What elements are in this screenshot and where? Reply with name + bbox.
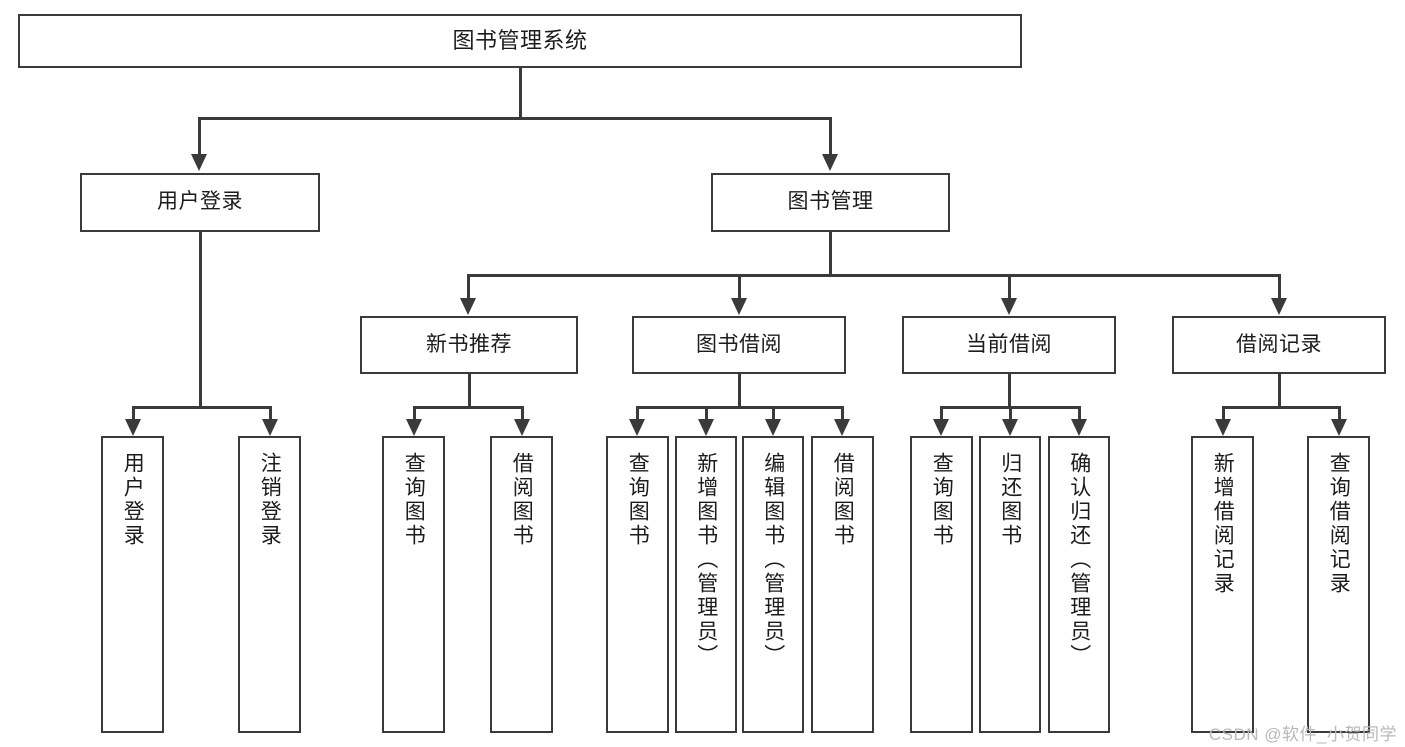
connector-drop-leaf-borrow-book-a — [521, 406, 524, 420]
connector-drop-leaf-query-book-b — [636, 406, 639, 420]
node-leaf-query-record[interactable]: 查询借阅记录 — [1307, 436, 1370, 733]
connector-drop-leaf-query-book-a — [413, 406, 416, 420]
arrow-to-book-manage — [822, 154, 838, 171]
connector-new-book-rec-stem — [468, 374, 471, 406]
arrow-to-book-borrow — [731, 298, 747, 315]
connector-drop-current-borrow — [1008, 274, 1011, 299]
connector-borrow-record-bar — [1222, 406, 1341, 409]
connector-drop-leaf-user-login — [132, 406, 135, 420]
connector-new-book-rec-bar — [413, 406, 524, 409]
connector-drop-leaf-query-book-c — [940, 406, 943, 420]
node-leaf-user-login[interactable]: 用户登录 — [101, 436, 164, 733]
node-label: 用户登录 — [157, 190, 243, 214]
arrow-to-leaf-return-book — [1002, 419, 1018, 436]
node-leaf-borrow-book-b[interactable]: 借阅图书 — [811, 436, 874, 733]
arrow-to-leaf-query-book-b — [629, 419, 645, 436]
arrow-to-leaf-add-record — [1215, 419, 1231, 436]
node-book-borrow[interactable]: 图书借阅 — [632, 316, 846, 374]
arrow-to-leaf-query-record — [1331, 419, 1347, 436]
connector-drop-leaf-confirm-return — [1078, 406, 1081, 420]
connector-borrow-record-stem — [1278, 374, 1281, 406]
connector-level2-bar — [198, 117, 831, 120]
node-label: 新增借阅记录 — [1211, 452, 1235, 596]
node-label: 编辑图书（管理员） — [761, 452, 785, 668]
arrow-to-leaf-borrow-book-b — [834, 419, 850, 436]
arrow-to-leaf-logout — [262, 419, 278, 436]
arrow-to-leaf-user-login — [125, 419, 141, 436]
node-label: 新增图书（管理员） — [694, 452, 718, 668]
connector-level2-drop-user — [198, 117, 201, 155]
connector-drop-leaf-return-book — [1009, 406, 1012, 420]
node-label: 图书管理系统 — [452, 28, 588, 54]
node-root-system[interactable]: 图书管理系统 — [18, 14, 1022, 68]
connector-current-borrow-stem — [1008, 374, 1011, 406]
arrow-to-current-borrow — [1001, 298, 1017, 315]
connector-book-borrow-bar — [636, 406, 844, 409]
connector-drop-leaf-query-record — [1338, 406, 1341, 420]
connector-drop-leaf-add-book — [705, 406, 708, 420]
connector-drop-leaf-borrow-book-b — [841, 406, 844, 420]
connector-drop-leaf-add-record — [1222, 406, 1225, 420]
node-label: 当前借阅 — [966, 332, 1052, 356]
arrow-to-borrow-record — [1271, 298, 1287, 315]
node-leaf-borrow-book-a[interactable]: 借阅图书 — [490, 436, 553, 733]
node-borrow-record[interactable]: 借阅记录 — [1172, 316, 1386, 374]
node-label: 借阅记录 — [1236, 332, 1322, 356]
connector-root-stem — [519, 68, 522, 117]
node-label: 借阅图书 — [831, 452, 855, 548]
connector-level2-drop-book — [829, 117, 832, 155]
arrow-to-leaf-borrow-book-a — [514, 419, 530, 436]
arrow-to-leaf-edit-book — [765, 419, 781, 436]
node-leaf-query-book-b[interactable]: 查询图书 — [606, 436, 669, 733]
node-label: 查询图书 — [402, 452, 426, 548]
node-label: 注销登录 — [258, 452, 282, 548]
node-book-manage[interactable]: 图书管理 — [711, 173, 950, 232]
node-new-book-recommend[interactable]: 新书推荐 — [360, 316, 578, 374]
arrow-to-new-book-rec — [460, 298, 476, 315]
arrow-to-leaf-query-book-a — [406, 419, 422, 436]
node-label: 图书管理 — [787, 190, 874, 214]
connector-book-borrow-stem — [738, 374, 741, 406]
connector-user-login-stem — [199, 232, 202, 406]
node-leaf-confirm-return[interactable]: 确认归还（管理员） — [1048, 436, 1110, 733]
node-leaf-query-book-c[interactable]: 查询图书 — [910, 436, 973, 733]
node-leaf-edit-book[interactable]: 编辑图书（管理员） — [742, 436, 804, 733]
connector-book-manage-stem — [829, 232, 832, 274]
arrow-to-leaf-add-book — [698, 419, 714, 436]
node-label: 图书借阅 — [696, 332, 782, 356]
arrow-to-leaf-confirm-return — [1071, 419, 1087, 436]
connector-drop-leaf-edit-book — [772, 406, 775, 420]
connector-drop-new-book-rec — [467, 274, 470, 299]
node-leaf-logout[interactable]: 注销登录 — [238, 436, 301, 733]
node-label: 新书推荐 — [426, 332, 512, 356]
node-user-login[interactable]: 用户登录 — [80, 173, 320, 232]
node-label: 查询图书 — [930, 452, 954, 548]
node-label: 查询图书 — [626, 452, 650, 548]
connector-drop-borrow-record — [1278, 274, 1281, 299]
node-label: 查询借阅记录 — [1327, 452, 1351, 596]
arrow-to-user-login — [191, 154, 207, 171]
connector-level3-bar — [467, 274, 1281, 277]
connector-user-login-bar — [132, 406, 269, 409]
node-label: 归还图书 — [998, 452, 1022, 548]
node-label: 借阅图书 — [510, 452, 534, 548]
connector-drop-leaf-logout — [269, 406, 272, 420]
node-leaf-add-record[interactable]: 新增借阅记录 — [1191, 436, 1254, 733]
node-label: 确认归还（管理员） — [1067, 452, 1091, 668]
connector-drop-book-borrow — [738, 274, 741, 299]
node-leaf-return-book[interactable]: 归还图书 — [979, 436, 1041, 733]
node-leaf-query-book-a[interactable]: 查询图书 — [382, 436, 445, 733]
node-label: 用户登录 — [121, 452, 145, 548]
node-leaf-add-book[interactable]: 新增图书（管理员） — [675, 436, 737, 733]
arrow-to-leaf-query-book-c — [933, 419, 949, 436]
node-current-borrow[interactable]: 当前借阅 — [902, 316, 1116, 374]
